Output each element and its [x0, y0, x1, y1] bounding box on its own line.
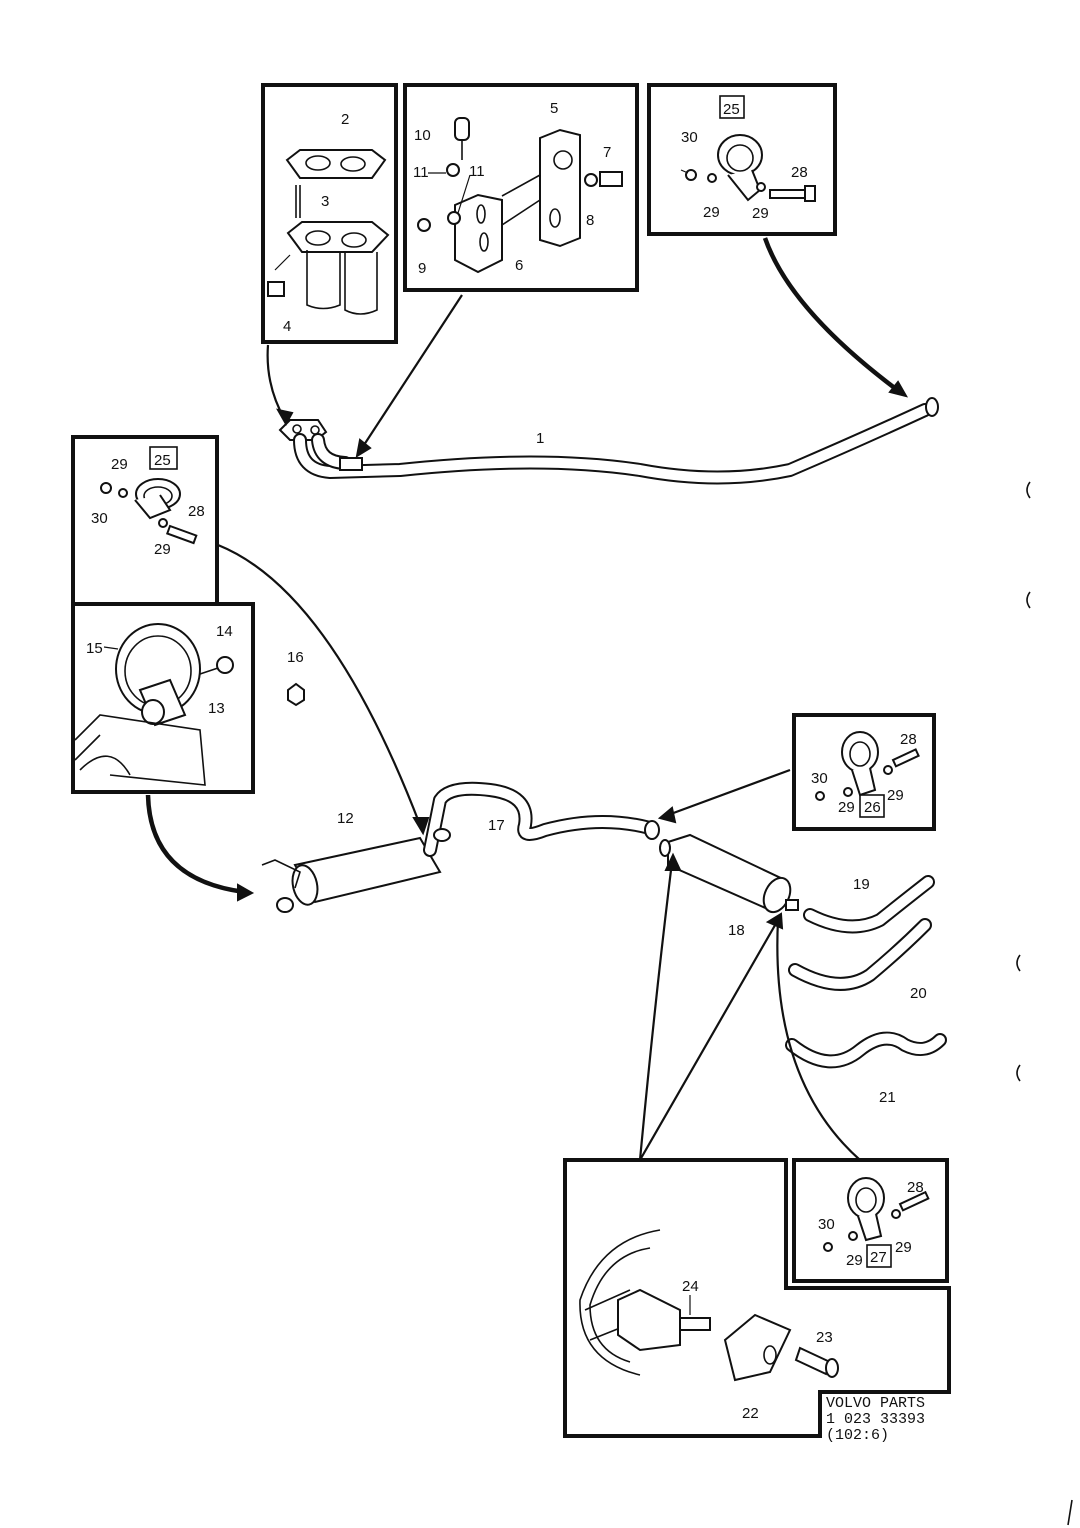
callout-2: 2 — [341, 111, 349, 128]
callout-30-c27: 30 — [818, 1216, 835, 1233]
callout-3: 3 — [321, 193, 329, 210]
inset-tailpipe-connector — [563, 1158, 951, 1438]
callout-13: 13 — [208, 700, 225, 717]
callout-20: 20 — [910, 985, 927, 1002]
inset-bracket — [403, 83, 639, 292]
inset-clamp-26 — [792, 713, 936, 831]
connector-arrows — [145, 237, 909, 1161]
callout-25-left: 25 — [154, 452, 171, 469]
callout-7: 7 — [603, 144, 611, 161]
callout-labels: 1 2 3 4 5 6 7 8 9 10 11 11 12 13 14 15 1… — [86, 95, 927, 1422]
callout-6: 6 — [515, 257, 523, 274]
callout-8: 8 — [586, 212, 594, 229]
callout-25-top: 25 — [723, 101, 740, 118]
middle-muffler-and-pipe — [261, 781, 660, 913]
callout-22: 22 — [742, 1405, 759, 1422]
callout-28-c26: 28 — [900, 731, 917, 748]
callout-21: 21 — [879, 1089, 896, 1106]
nut-16 — [287, 682, 305, 707]
front-pipe — [278, 397, 939, 485]
callout-23: 23 — [816, 1329, 833, 1346]
callout-29b-c26: 29 — [887, 787, 904, 804]
callout-30-c26: 30 — [811, 770, 828, 787]
callout-5: 5 — [550, 100, 558, 117]
callout-11a: 11 — [413, 164, 429, 181]
callout-4: 4 — [283, 318, 291, 335]
callout-27: 27 — [870, 1249, 887, 1266]
inset-clamp-25-left — [71, 435, 219, 606]
callout-28-c27: 28 — [907, 1179, 924, 1196]
part-number: 1 023 33393 — [826, 1411, 925, 1428]
callout-15: 15 — [86, 640, 103, 657]
callout-18: 18 — [728, 922, 745, 939]
callout-29b-left: 29 — [154, 541, 171, 558]
callout-11b: 11 — [469, 163, 485, 180]
callout-19: 19 — [853, 876, 870, 893]
callout-30-left: 30 — [91, 510, 108, 527]
inset-flange-gasket — [261, 83, 398, 344]
inset-clamp-25-top — [647, 83, 837, 236]
callout-9: 9 — [418, 260, 426, 277]
inset-clamp-27 — [792, 1158, 949, 1283]
brand-label: VOLVO PARTS — [826, 1395, 925, 1412]
margin-marks — [1016, 481, 1073, 1526]
tail-pipes — [785, 875, 947, 1069]
rear-muffler — [659, 833, 799, 914]
callout-24: 24 — [682, 1278, 699, 1295]
callout-10: 10 — [414, 127, 431, 144]
callout-28-left: 28 — [188, 503, 205, 520]
callout-29a-c27: 29 — [846, 1252, 863, 1269]
callout-26: 26 — [864, 799, 881, 816]
callout-1: 1 — [536, 430, 544, 447]
callout-30-top: 30 — [681, 129, 698, 146]
callout-29a-left: 29 — [111, 456, 128, 473]
callout-29b-top: 29 — [752, 205, 769, 222]
callout-16: 16 — [287, 649, 304, 666]
callout-28-top: 28 — [791, 164, 808, 181]
inset-rubber-mount — [71, 602, 255, 794]
callout-29b-c27: 29 — [895, 1239, 912, 1256]
parts-reference: VOLVO PARTS 1 023 33393 (102:6) — [826, 1395, 925, 1444]
callout-17: 17 — [488, 817, 505, 834]
callout-29a-top: 29 — [703, 204, 720, 221]
callout-12: 12 — [337, 810, 354, 827]
page-reference: (102:6) — [826, 1427, 889, 1444]
callout-29a-c26: 29 — [838, 799, 855, 816]
callout-14: 14 — [216, 623, 233, 640]
